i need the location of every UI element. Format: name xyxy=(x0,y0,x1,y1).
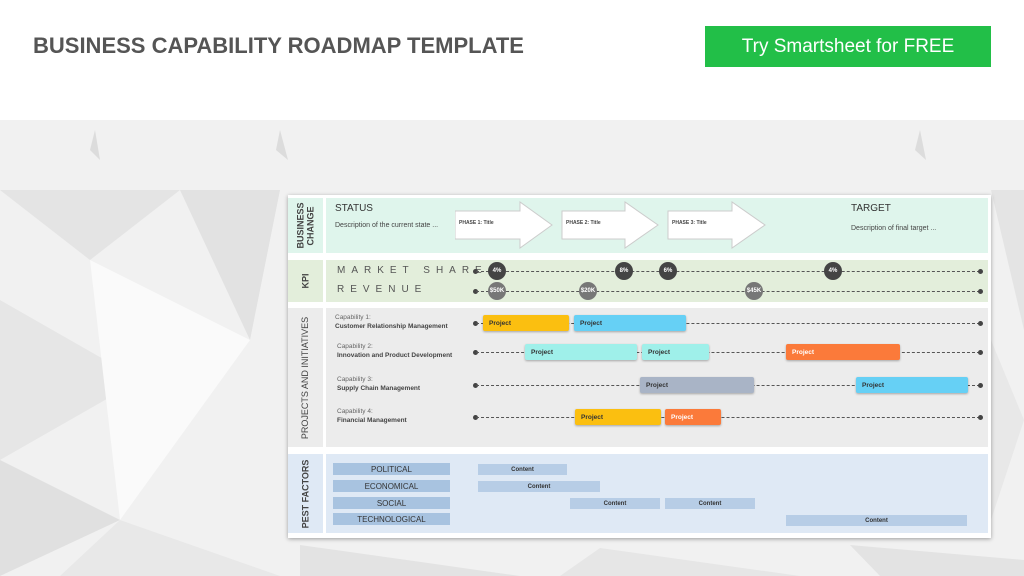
section-label: PROJECTS AND INITIATIVES xyxy=(300,316,311,439)
capability-name: Innovation and Product Development xyxy=(337,352,453,359)
project-bar[interactable]: Project xyxy=(665,409,721,425)
phase-arrows xyxy=(455,201,766,249)
business-change-section: BUSINESS CHANGE STATUS Description of th… xyxy=(288,198,991,253)
project-bar[interactable]: Project xyxy=(856,377,968,393)
timeline-start xyxy=(473,350,478,355)
phase-1-label: PHASE 1: Title xyxy=(459,220,494,226)
status-title: STATUS xyxy=(335,203,373,214)
capability-name: Customer Relationship Management xyxy=(335,323,448,330)
capability-label: Capability 1: Customer Relationship Manag… xyxy=(335,313,448,331)
pest-content: Content xyxy=(570,498,660,509)
capability-name: Supply Chain Management xyxy=(337,385,421,392)
capability-number: Capability 3: xyxy=(337,376,373,383)
kpi-point: 8% xyxy=(615,262,633,280)
projects-section: PROJECTS AND INITIATIVES Capability 1: Cu… xyxy=(288,308,991,447)
project-bar[interactable]: Project xyxy=(575,409,661,425)
pest-content: Content xyxy=(478,481,600,492)
pest-technological: TECHNOLOGICAL xyxy=(333,513,450,525)
capability-number: Capability 4: xyxy=(337,408,373,415)
project-bar[interactable]: Project xyxy=(574,315,686,331)
section-label: PEST FACTORS xyxy=(300,459,311,528)
kpi-point: 4% xyxy=(824,262,842,280)
capability-number: Capability 1: xyxy=(335,314,371,321)
phase-arrow-1 xyxy=(455,201,553,249)
project-bar[interactable]: Project xyxy=(786,344,900,360)
project-bar[interactable]: Project xyxy=(642,344,709,360)
timeline-line xyxy=(476,352,980,353)
pest-economical: ECONOMICAL xyxy=(333,480,450,492)
kpi-point: $45K xyxy=(745,282,763,300)
phase-2-label: PHASE 2: Title xyxy=(566,220,601,226)
kpi-revenue-label: REVENUE xyxy=(337,284,428,295)
section-label: BUSINESS CHANGE xyxy=(295,201,316,248)
target-title: TARGET xyxy=(851,203,891,214)
kpi-point: 4% xyxy=(488,262,506,280)
capability-label: Capability 4: Financial Management xyxy=(337,407,407,425)
kpi-market-share-label: MARKET SHARE xyxy=(337,265,488,276)
project-bar[interactable]: Project xyxy=(483,315,569,331)
kpi-section: KPI MARKET SHARE REVENUE 4% 8% 6% 4% $50… xyxy=(288,260,991,302)
project-bar[interactable]: Project xyxy=(525,344,637,360)
capability-label: Capability 2: Innovation and Product Deve… xyxy=(337,342,452,360)
capability-number: Capability 2: xyxy=(337,343,373,350)
capability-label: Capability 3: Supply Chain Management xyxy=(337,375,420,393)
kpi-point: $50K xyxy=(488,282,506,300)
roadmap-panel: BUSINESS CHANGE STATUS Description of th… xyxy=(288,195,991,538)
pest-social: SOCIAL xyxy=(333,497,450,509)
target-description: Description of final target ... xyxy=(851,225,937,232)
timeline-start xyxy=(473,415,478,420)
timeline-end xyxy=(978,383,983,388)
timeline-line xyxy=(476,323,980,324)
phase-arrow-3 xyxy=(667,201,766,249)
timeline-end xyxy=(978,350,983,355)
timeline-start xyxy=(473,321,478,326)
pest-section: PEST FACTORS POLITICAL ECONOMICAL SOCIAL… xyxy=(288,454,991,533)
kpi-point: 6% xyxy=(659,262,677,280)
timeline-line xyxy=(476,417,980,418)
phase-arrow-2 xyxy=(561,201,659,249)
timeline-start xyxy=(473,383,478,388)
project-bar[interactable]: Project xyxy=(640,377,754,393)
status-description: Description of the current state ... xyxy=(335,222,439,229)
capability-name: Financial Management xyxy=(337,417,407,424)
kpi-point: $20K xyxy=(579,282,597,300)
page-title: BUSINESS CAPABILITY ROADMAP TEMPLATE xyxy=(33,33,524,58)
timeline-end xyxy=(978,321,983,326)
section-label: KPI xyxy=(300,273,311,289)
phase-3-label: PHASE 3: Title xyxy=(672,220,707,226)
pest-content: Content xyxy=(786,515,967,526)
pest-content: Content xyxy=(478,464,567,475)
pest-content: Content xyxy=(665,498,755,509)
pest-political: POLITICAL xyxy=(333,463,450,475)
try-smartsheet-button[interactable]: Try Smartsheet for FREE xyxy=(705,26,991,67)
timeline-end xyxy=(978,415,983,420)
